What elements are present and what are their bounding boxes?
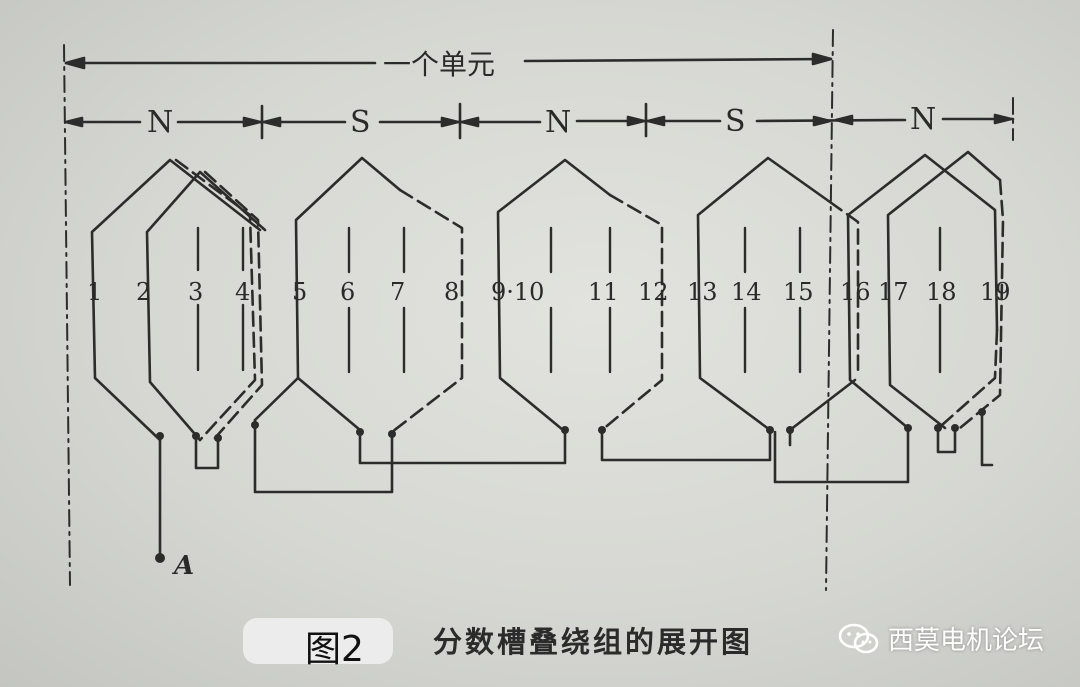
pole-label-2: S (350, 105, 371, 140)
slot-numbers: 1 2 3 4 5 6 7 8 9·10 11 12 13 14 15 16 1… (87, 278, 1011, 306)
coil-1 (90, 158, 262, 442)
watermark-text: 西莫电机论坛 (888, 626, 1045, 656)
slot-conductors (196, 226, 942, 374)
wechat-icon (838, 623, 879, 653)
slot-number: 1 (87, 278, 102, 306)
pole-label-4: S (725, 104, 746, 139)
unit-span-dimension (64, 52, 833, 70)
slot-number: 2 (136, 278, 151, 306)
coil-9 (496, 158, 612, 432)
slot-number: 3 (188, 278, 203, 306)
coil-16-dash (940, 328, 999, 427)
pole-label-3: N (545, 105, 571, 140)
terminal-label: A (171, 551, 194, 581)
pole-label-5: N (910, 102, 936, 137)
unit-label: 一个单元 (383, 48, 495, 81)
pole-pitch-dimensions (64, 102, 1015, 140)
slot-number: 16 (840, 278, 871, 306)
coil-5 (294, 156, 402, 432)
slot-number: 14 (731, 278, 762, 306)
end-connections (158, 413, 994, 557)
slot-number: 6 (340, 278, 355, 306)
coil-13 (696, 156, 832, 432)
slot-number: 17 (878, 278, 909, 306)
coil-16 (846, 153, 999, 430)
coil-13-dash (828, 200, 860, 372)
slot-number: 9·10 (491, 278, 544, 306)
coil-2-return (203, 170, 264, 440)
coil-17 (886, 150, 1002, 430)
slot-number: 4 (235, 278, 250, 306)
figure-caption: 分数槽叠绕组的展开图 (433, 625, 754, 659)
coil-13-return (788, 378, 857, 432)
unit-boundary-lines (63, 29, 1014, 591)
slot-number: 18 (926, 278, 957, 306)
slot-number: 7 (390, 278, 405, 306)
slot-number: 15 (783, 278, 814, 306)
coil-5-inner (253, 376, 300, 422)
slot-number: 13 (687, 278, 718, 306)
slot-number: 11 (588, 278, 619, 306)
figure-number: 图2 (305, 629, 364, 670)
coil-2 (145, 170, 267, 442)
winding-diagram: 一个单元 N S N S N (63, 29, 1015, 591)
connection-dots (155, 408, 986, 563)
figure-number-badge (243, 618, 393, 664)
slot-number: 12 (638, 278, 669, 306)
slot-number: 5 (292, 278, 307, 306)
watermark: 西莫电机论坛 (838, 620, 1044, 657)
coil-9-return (600, 193, 664, 432)
slot-number: 19 (980, 278, 1011, 306)
coil-5-return (390, 188, 464, 434)
coil-1-return (174, 158, 257, 442)
pole-label-1: N (147, 105, 173, 140)
slot-number: 8 (444, 278, 459, 306)
